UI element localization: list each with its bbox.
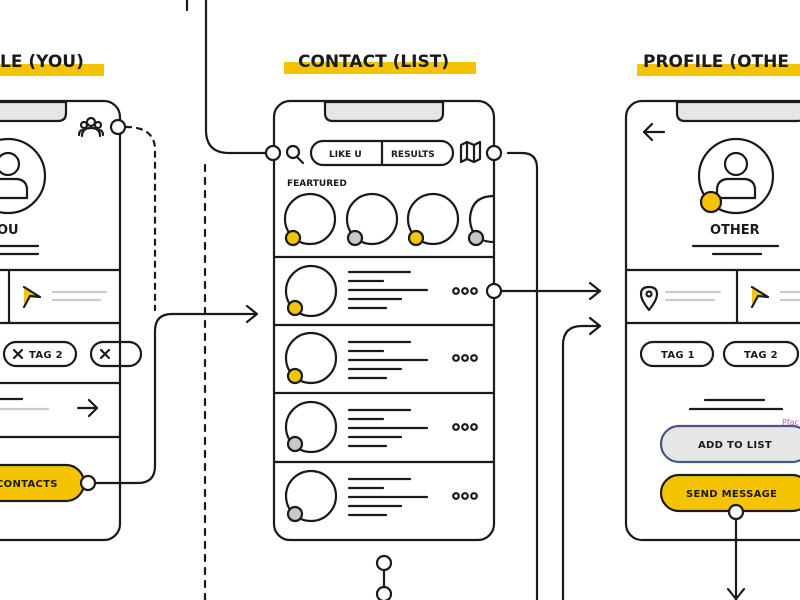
close-icon <box>12 348 24 360</box>
status-dot <box>284 229 302 247</box>
tag-2-chip[interactable]: TAG 2 <box>2 340 78 368</box>
close-icon <box>99 348 111 360</box>
connector-node <box>485 282 503 300</box>
screen-profile-you: LE (YOU) YOU <box>0 52 143 542</box>
tag-label: TAG 1 <box>661 350 695 361</box>
status-dot <box>286 299 304 317</box>
connector-node <box>264 144 282 162</box>
more-icon <box>452 354 478 362</box>
contacts-button-label: CONTACTS <box>0 479 58 490</box>
node <box>375 585 393 600</box>
tab-results[interactable]: RESULTS <box>391 150 435 160</box>
featured-avatar[interactable] <box>406 192 460 246</box>
screen-title: PROFILE (OTHE <box>643 52 789 72</box>
list-item[interactable] <box>284 400 478 454</box>
status-dot <box>286 505 304 523</box>
send-icon <box>22 285 42 309</box>
more-icon <box>452 423 478 431</box>
screen-title: CONTACT (LIST) <box>298 52 449 72</box>
status-dot <box>286 367 304 385</box>
more-icon <box>452 287 478 295</box>
tag-label: TAG 2 <box>29 350 63 361</box>
arrow-head <box>245 304 259 324</box>
tag-label: TAG 2 <box>744 350 778 361</box>
segmented-tabs: LIKE U RESULTS <box>309 139 455 167</box>
connector-node <box>727 503 745 521</box>
avatar <box>697 137 775 215</box>
tab-like-u[interactable]: LIKE U <box>329 150 362 160</box>
title-highlight <box>637 64 800 76</box>
screen-title: LE (YOU) <box>0 52 84 72</box>
arrow-head <box>588 281 602 301</box>
status-dot <box>699 190 723 214</box>
add-to-list-label: ADD TO LIST <box>698 440 772 451</box>
send-message-button[interactable]: SEND MESSAGE <box>659 473 800 513</box>
list-item[interactable] <box>284 469 478 523</box>
connector-into-profile <box>561 324 602 600</box>
connector-contacts-to-list <box>92 312 258 485</box>
title-highlight <box>0 64 104 76</box>
location-pin-icon <box>639 285 659 312</box>
send-message-label: SEND MESSAGE <box>686 489 777 500</box>
status-dot <box>467 229 485 247</box>
featured-avatar[interactable] <box>345 192 399 246</box>
connector-map-down <box>506 151 539 600</box>
status-dot <box>346 229 364 247</box>
add-to-list-button[interactable]: ADD TO LIST <box>659 424 800 464</box>
connector-node <box>485 144 503 162</box>
search-icon[interactable] <box>285 144 305 165</box>
featured-avatar[interactable] <box>283 192 337 246</box>
arrow-head <box>726 587 746 600</box>
phone-frame <box>272 99 496 542</box>
status-dot <box>407 229 425 247</box>
map-icon[interactable] <box>459 140 482 164</box>
more-icon <box>452 492 478 500</box>
list-item[interactable] <box>284 264 478 318</box>
phone-notch <box>675 100 800 123</box>
title-highlight <box>284 62 476 74</box>
phone-notch <box>0 100 68 123</box>
profile-name: YOU <box>0 223 19 238</box>
featured-label: FEARTURED <box>287 179 347 189</box>
back-arrow-icon[interactable] <box>642 122 666 142</box>
contacts-button[interactable]: CONTACTS <box>0 463 86 503</box>
phone-notch <box>323 100 445 123</box>
connector-into-search <box>204 0 267 155</box>
connector-node <box>109 118 127 136</box>
list-item[interactable] <box>284 331 478 385</box>
avatar <box>0 137 47 215</box>
send-icon <box>750 285 770 309</box>
screen-profile-other: PROFILE (OTHE OTHER <box>624 52 800 542</box>
tag-2-chip[interactable]: TAG 2 <box>722 340 800 368</box>
users-icon[interactable] <box>77 116 105 138</box>
flow-connectors <box>92 0 746 600</box>
tag-1-chip[interactable]: TAG 1 <box>639 340 715 368</box>
connector-node <box>79 474 97 492</box>
arrow-head <box>588 316 602 336</box>
annotation-label: Pfac <box>782 418 799 427</box>
tag-chip[interactable] <box>89 340 143 368</box>
node <box>375 554 393 572</box>
screen-contact-list: CONTACT (LIST) LIKE U RESULTS FEARTURED <box>264 52 503 542</box>
dashed-connector-users <box>124 125 157 312</box>
profile-name: OTHER <box>710 223 760 238</box>
forward-arrow-icon[interactable] <box>76 398 99 418</box>
status-dot <box>286 435 304 453</box>
